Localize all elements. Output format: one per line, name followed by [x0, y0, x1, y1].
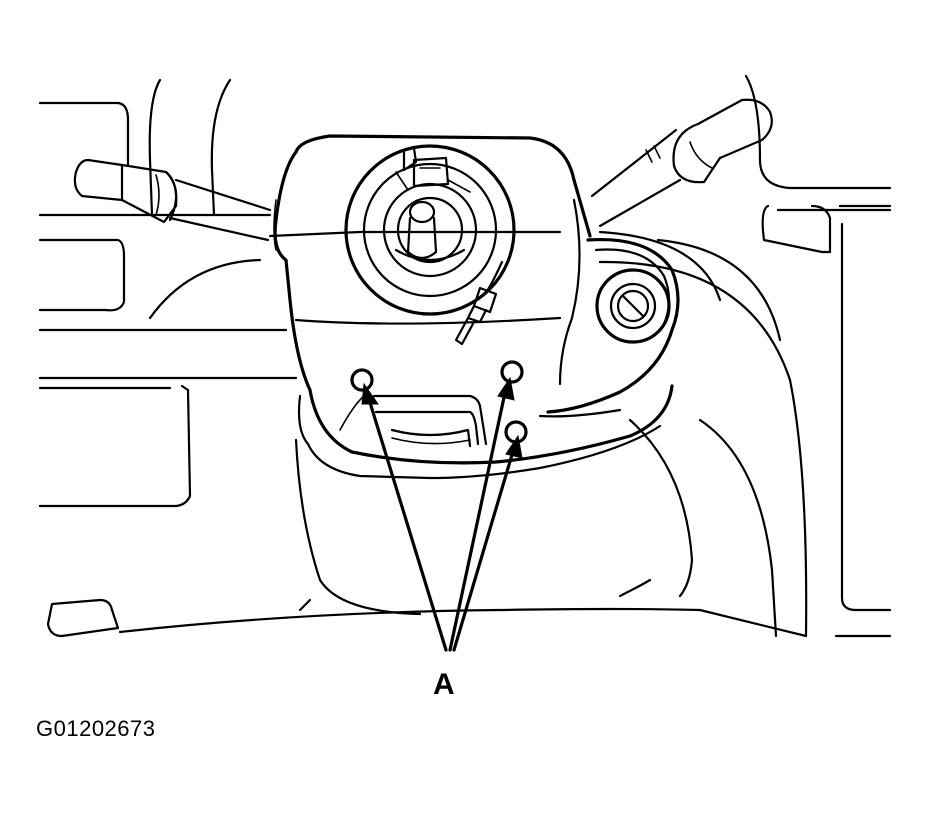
callout-leaders — [361, 376, 523, 652]
clockspring-connector — [454, 260, 504, 346]
left-stalk — [73, 158, 272, 242]
arrowhead-right-lower — [505, 434, 523, 459]
lower-dash-trim — [46, 598, 808, 638]
right-stalk — [590, 98, 773, 228]
ignition-lock-housing — [546, 237, 680, 414]
arrowhead-left — [361, 382, 379, 405]
arrowhead-right-upper — [497, 376, 515, 401]
clockspring — [344, 144, 516, 316]
upper-column-cover — [268, 134, 592, 392]
lower-column-cover — [294, 384, 694, 616]
screw-hole-left — [350, 368, 374, 392]
figure-id: G01202673 — [36, 716, 156, 741]
callout-label-a: A — [433, 668, 455, 701]
dashboard-right-panel — [598, 74, 892, 638]
screw-hole-right-upper — [500, 360, 524, 384]
dashboard-left-panel — [38, 78, 298, 508]
